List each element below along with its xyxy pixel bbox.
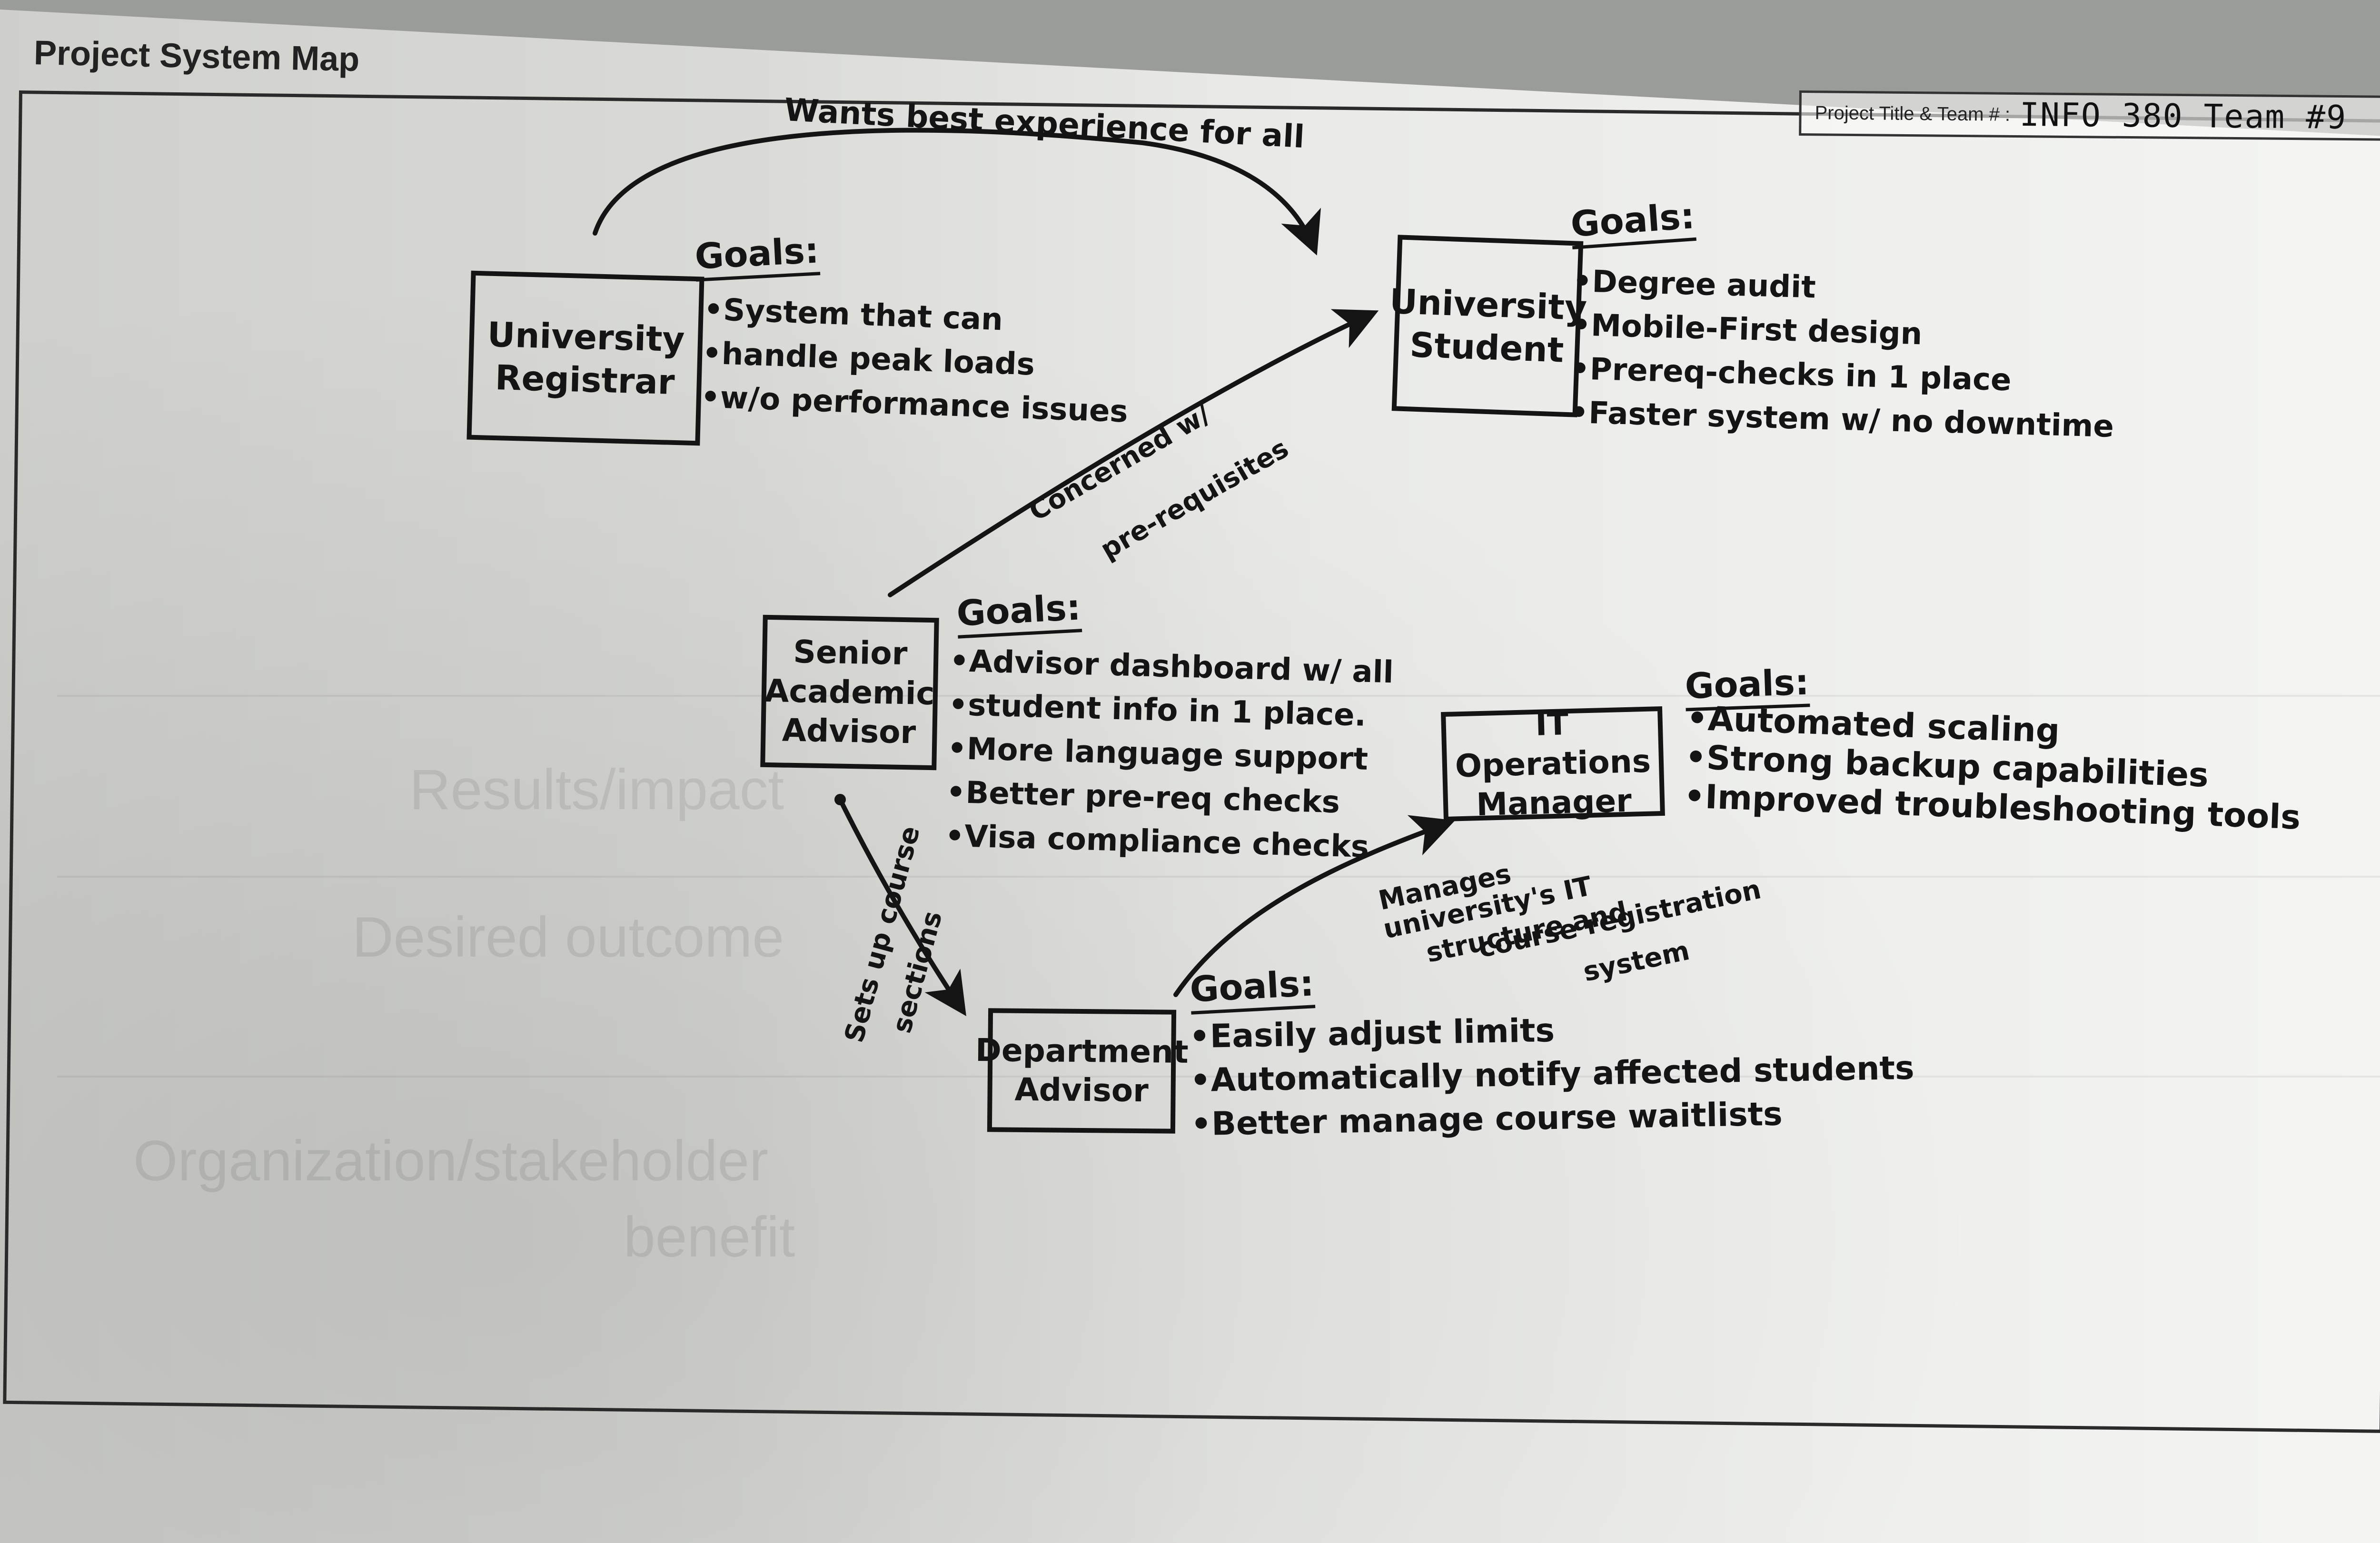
goals-list-senior-advisor: Advisor dashboard w/ all student info in… [944,639,1394,870]
goals-list-registrar: System that can handle peak loads w/o pe… [700,287,1131,434]
node-label: Senior Academic Advisor [764,633,935,751]
ghost-divider [57,876,2380,878]
arrow-registrar-to-student [593,128,1321,256]
ghost-row-label: Desired outcome [352,905,784,969]
ghost-row-label: Results/impact [409,758,784,821]
arrow-dept-to-it [1173,815,1455,997]
node-department-advisor: Department Advisor [975,1008,1189,1134]
arrow-senior-to-student [888,309,1379,597]
node-label: Department Advisor [975,1031,1189,1109]
goals-heading: Goals: [1189,963,1315,1015]
arrow-start-dot [834,794,846,805]
goals-heading: Goals: [1569,196,1696,249]
goals-list-dept-advisor: Easily adjust limits Automatically notif… [1189,1003,1915,1147]
ghost-row-label: benefit [624,1205,795,1269]
goals-heading: Goals: [955,587,1082,639]
node-senior-academic-advisor: Senior Academic Advisor [760,614,939,771]
goals-list-it-manager: Automated scaling Strong backup capabili… [1683,698,2304,837]
ghost-row-label: Organization/stakeholder [133,1129,769,1193]
node-label: University Student [1388,281,1588,370]
node-label: University Registrar [486,314,685,402]
node-university-registrar: University Registrar [466,270,704,446]
arrow-senior-to-dept [840,802,966,1016]
node-label: IT Operations Manager [1455,705,1651,823]
node-it-operations-manager: IT Operations Manager [1441,705,1665,823]
goals-heading: Goals: [694,230,820,282]
goals-list-student: Degree audit Mobile-First design Prereq-… [1568,259,2118,449]
node-university-student: University Student [1389,235,1587,417]
